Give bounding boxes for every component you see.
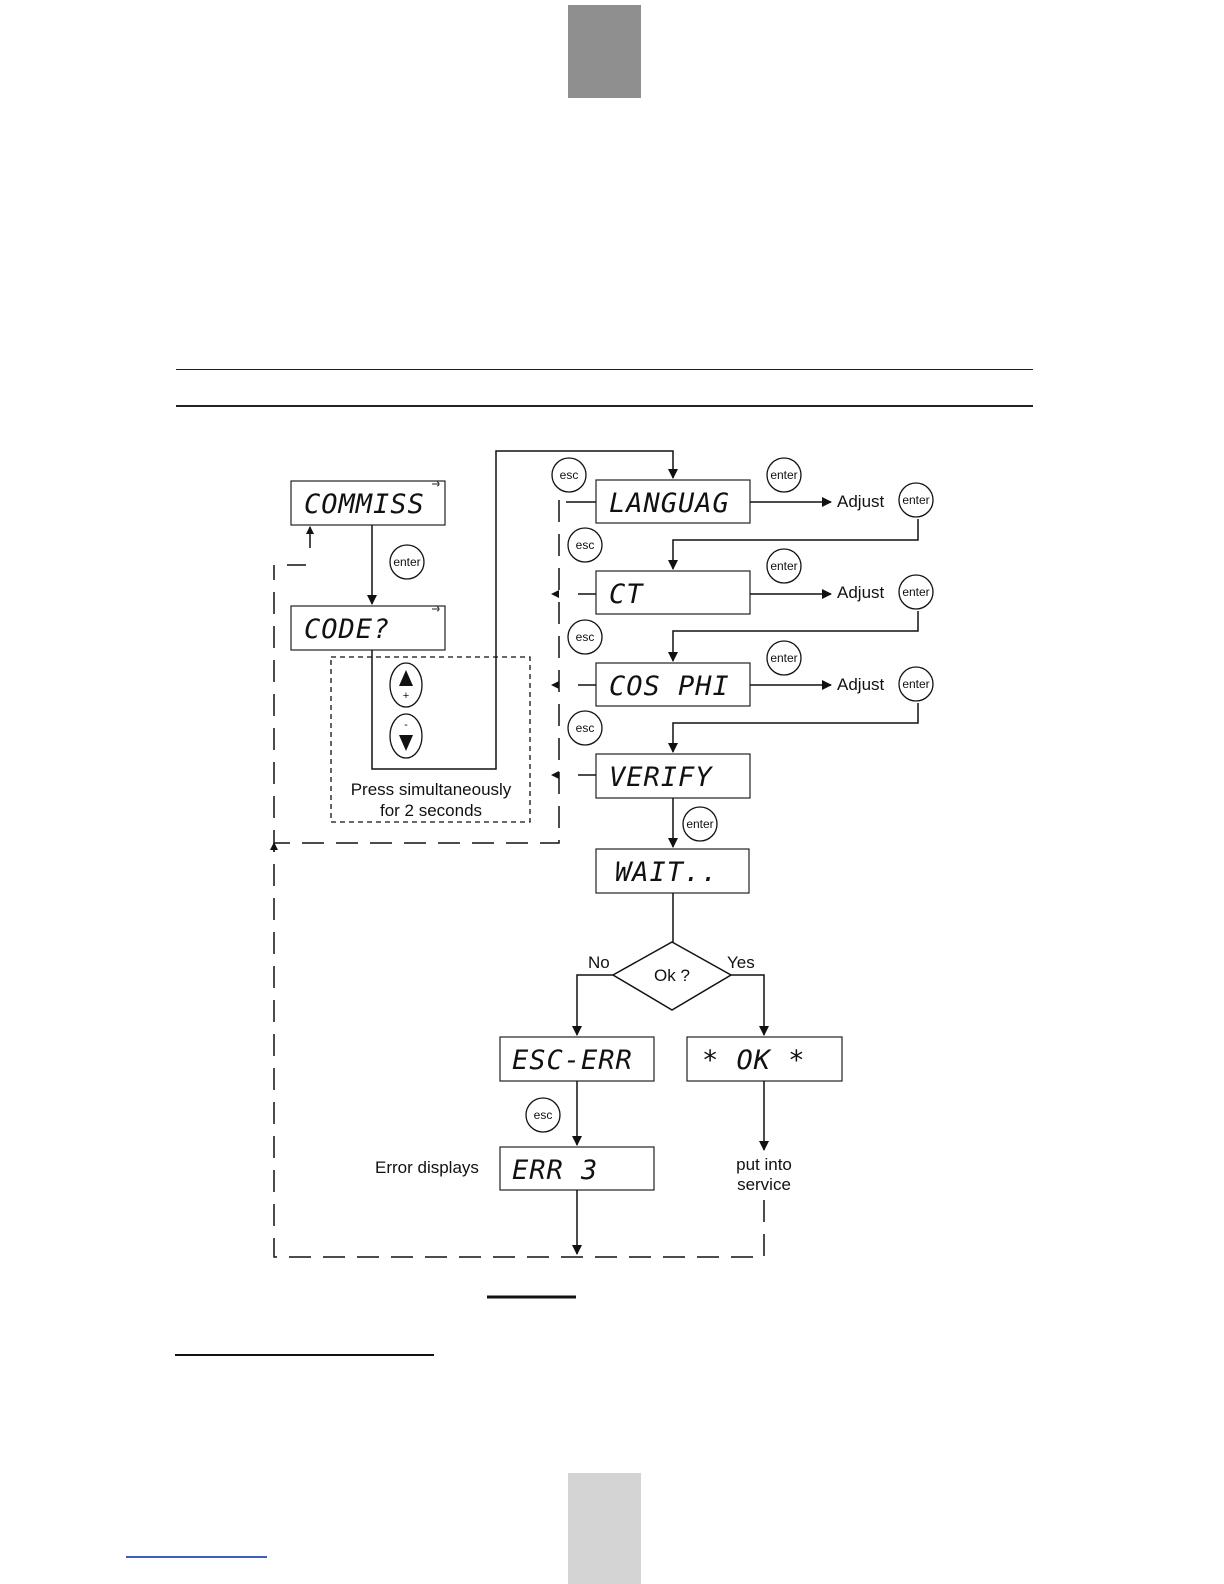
press-instruction-line2: for 2 seconds: [380, 801, 482, 820]
yes-label: Yes: [727, 953, 755, 972]
svg-text:esc: esc: [576, 721, 595, 735]
enter-button[interactable]: enter: [767, 458, 801, 492]
page-tab-bottom: [568, 1473, 641, 1584]
no-label: No: [588, 953, 610, 972]
press-instruction-line1: Press simultaneously: [351, 780, 512, 799]
svg-text:esc: esc: [534, 1108, 553, 1122]
lcd-verify: VERIFY: [596, 754, 750, 798]
enter-button[interactable]: enter: [683, 807, 717, 841]
decision-ok: Ok ?: [613, 942, 731, 1010]
footer-link-underline[interactable]: [126, 1556, 267, 1558]
lcd-err3-text: ERR 3: [512, 1155, 598, 1186]
svg-text:enter: enter: [686, 817, 713, 831]
svg-text:enter: enter: [770, 559, 797, 573]
enter-button[interactable]: enter: [899, 483, 933, 517]
svg-text:enter: enter: [902, 585, 929, 599]
lcd-ct-text: CT: [609, 579, 644, 610]
lcd-ok-text: * OK *: [702, 1045, 806, 1076]
svg-text:enter: enter: [393, 555, 420, 569]
lcd-verify-text: VERIFY: [609, 762, 713, 793]
enter-button[interactable]: enter: [899, 667, 933, 701]
adjust-label-ct: Adjust: [837, 583, 885, 602]
esc-button[interactable]: esc: [568, 711, 602, 745]
adjust-label-cosphi: Adjust: [837, 675, 885, 694]
enter-button[interactable]: enter: [390, 545, 424, 579]
service-label-line1: put into: [736, 1155, 792, 1174]
lcd-ct: CT: [596, 571, 750, 614]
esc-button[interactable]: esc: [526, 1098, 560, 1132]
lcd-code-text: CODE?: [304, 614, 390, 645]
lcd-cosphi: COS PHI: [596, 663, 750, 706]
enter-button[interactable]: enter: [767, 549, 801, 583]
lcd-code: CODE?: [291, 606, 445, 650]
svg-text:enter: enter: [902, 677, 929, 691]
svg-text:enter: enter: [770, 651, 797, 665]
esc-button[interactable]: esc: [568, 620, 602, 654]
error-displays-label: Error displays: [375, 1158, 479, 1177]
lcd-ok: * OK *: [687, 1037, 842, 1081]
lcd-commiss: COMMISS: [291, 481, 445, 525]
lcd-esc-err: ESC-ERR: [500, 1037, 654, 1081]
esc-arrowheads: [551, 590, 559, 779]
lcd-commiss-text: COMMISS: [304, 489, 425, 520]
enter-button[interactable]: enter: [767, 641, 801, 675]
arrow-to-verify: [673, 703, 918, 752]
decision-text: Ok ?: [654, 966, 690, 985]
arrow-no-branch: [577, 975, 613, 1035]
lcd-cosphi-text: COS PHI: [609, 671, 730, 702]
svg-text:enter: enter: [770, 468, 797, 482]
arrow-yes-branch: [731, 975, 764, 1035]
svg-text:esc: esc: [576, 538, 595, 552]
esc-button[interactable]: esc: [568, 528, 602, 562]
lcd-wait: WAIT..: [596, 849, 749, 893]
lcd-languag-text: LANGUAG: [609, 488, 730, 519]
svg-text:-: -: [404, 719, 408, 731]
lcd-err3: ERR 3: [500, 1147, 654, 1190]
svg-text:esc: esc: [576, 630, 595, 644]
enter-button[interactable]: enter: [899, 575, 933, 609]
svg-text:esc: esc: [560, 468, 579, 482]
lcd-languag: LANGUAG: [596, 480, 750, 523]
service-label-line2: service: [737, 1175, 791, 1194]
down-minus-button[interactable]: -: [390, 714, 422, 758]
up-plus-button[interactable]: +: [390, 663, 422, 707]
lcd-wait-text: WAIT..: [615, 857, 719, 888]
lcd-esc-err-text: ESC-ERR: [512, 1045, 633, 1076]
adjust-label-languag: Adjust: [837, 492, 885, 511]
svg-text:enter: enter: [902, 493, 929, 507]
svg-text:+: +: [403, 690, 409, 702]
esc-button[interactable]: esc: [552, 458, 586, 492]
